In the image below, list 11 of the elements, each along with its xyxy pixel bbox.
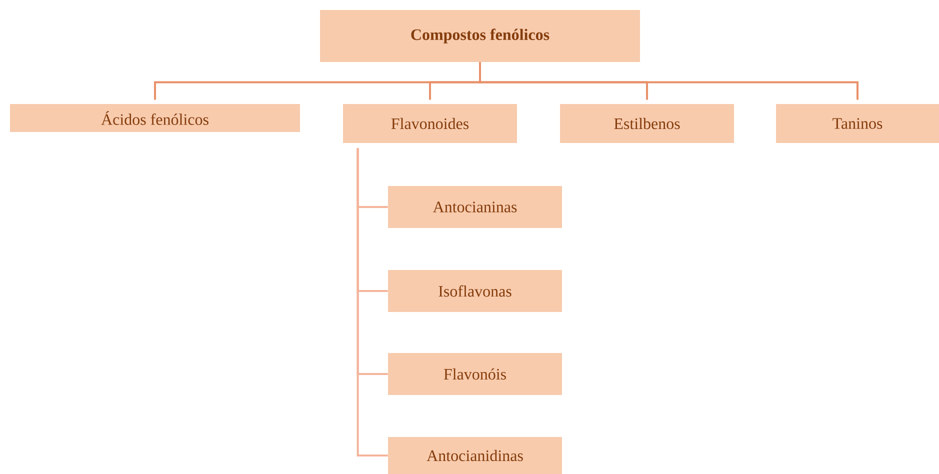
category-box: Antocianidinas bbox=[388, 437, 562, 474]
category-box: Flavonoides bbox=[343, 104, 517, 143]
category-box: Taninos bbox=[776, 104, 939, 143]
connector-line bbox=[356, 148, 388, 456]
category-box: Isoflavonas bbox=[388, 270, 562, 312]
category-box: Flavonóis bbox=[388, 353, 562, 395]
connector-line bbox=[479, 62, 858, 100]
category-box: Compostos fenólicos bbox=[320, 10, 640, 62]
category-box: Antocianinas bbox=[388, 186, 562, 228]
category-box: Estilbenos bbox=[560, 104, 734, 143]
category-box: Ácidos fenólicos bbox=[10, 104, 300, 132]
